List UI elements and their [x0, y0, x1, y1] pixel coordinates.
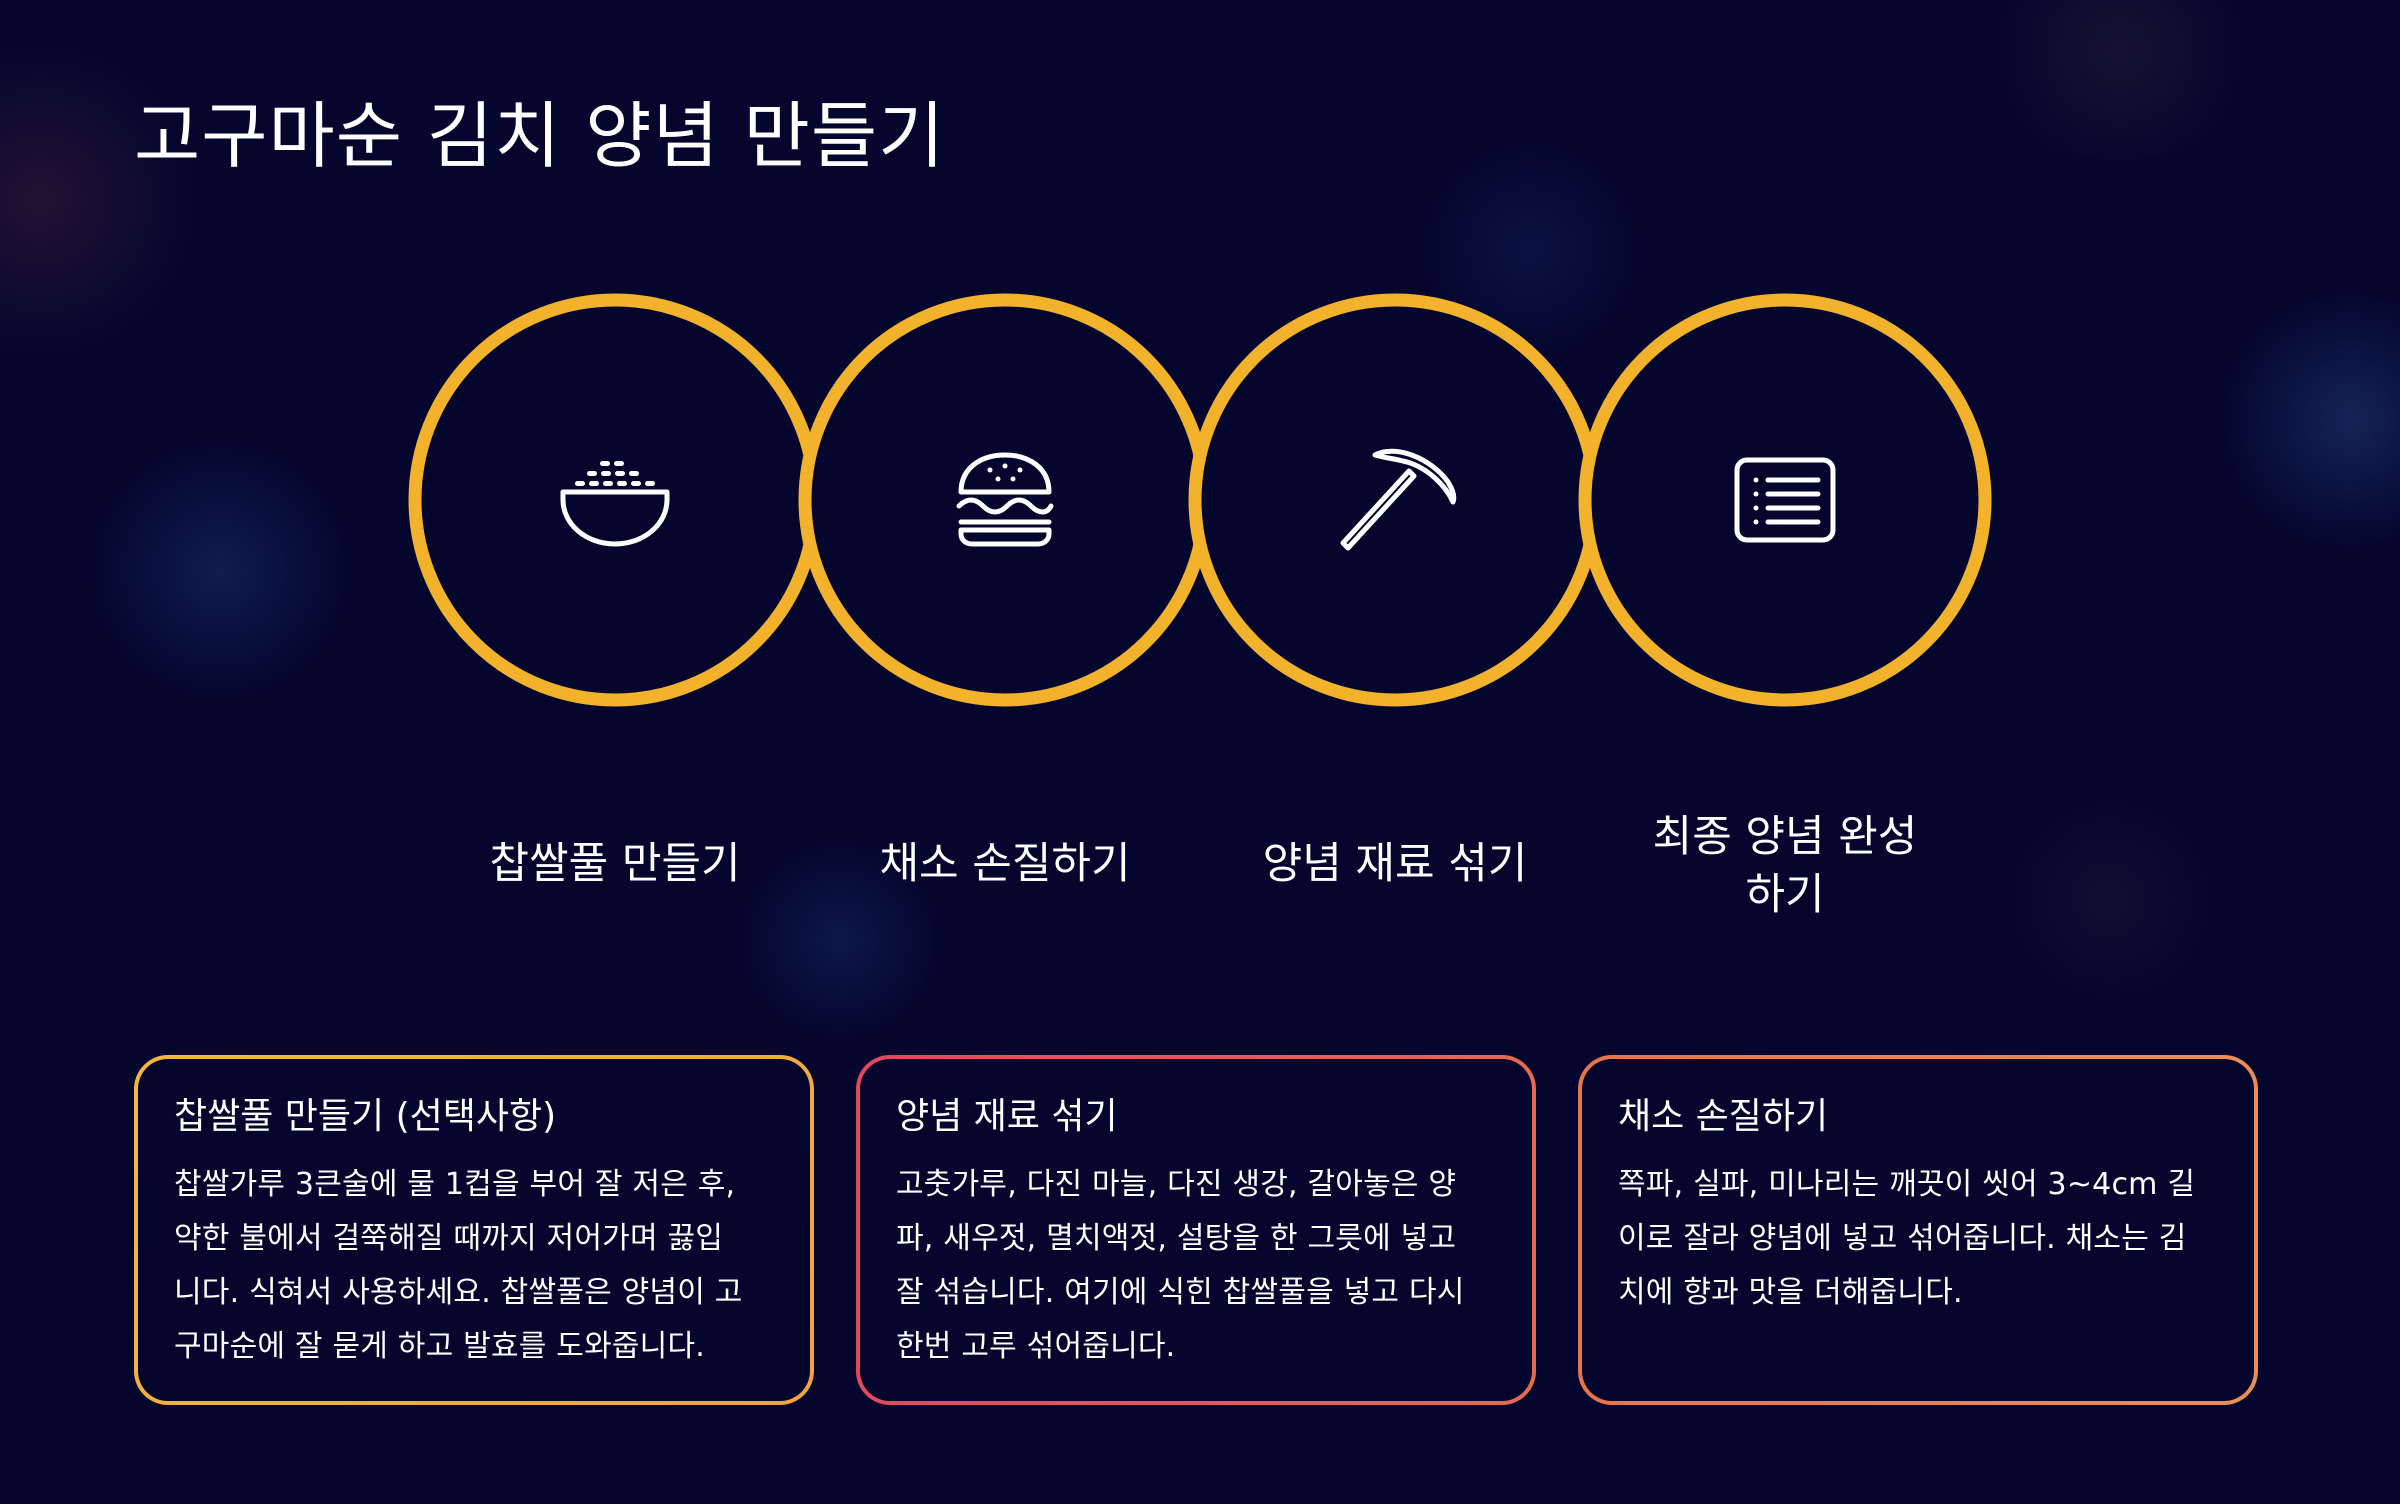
info-card-prepare-vegetables: 채소 손질하기 쪽파, 실파, 미나리는 깨끗이 씻어 3~4cm 길 이로 잘…	[1578, 1055, 2258, 1405]
step-label-4-line-2: 하기	[1745, 870, 1825, 920]
step-label-4-line-1: 최종 양념 완성	[1652, 812, 1918, 862]
step-label-2: 채소 손질하기	[879, 839, 1131, 889]
card-text-line: 파, 새우젓, 멸치액젓, 설탕을 한 그릇에 넣고	[896, 1221, 1457, 1256]
step-circle-4	[1578, 293, 1992, 707]
rice-bowl-icon	[560, 461, 670, 547]
card-body: 고춧가루, 다진 마늘, 다진 생강, 갈아놓은 양 파, 새우젓, 멸치액젓,…	[896, 1158, 1496, 1374]
card-text-line: 쪽파, 실파, 미나리는 깨끗이 씻어 3~4cm 길	[1618, 1167, 2196, 1202]
step-label-1: 찹쌀풀 만들기	[489, 839, 741, 889]
card-body: 쪽파, 실파, 미나리는 깨끗이 씻어 3~4cm 길 이로 잘라 양념에 넣고…	[1618, 1158, 2218, 1320]
card-text-line: 이로 잘라 양념에 넣고 섞어줍니다. 채소는 김	[1618, 1221, 2187, 1256]
step-label-3: 양념 재료 섞기	[1262, 839, 1528, 889]
info-card-glutinous-rice-paste: 찹쌀풀 만들기 (선택사항) 찹쌀가루 3큰술에 물 1컵을 부어 잘 저은 후…	[134, 1055, 814, 1405]
step-circle-1	[408, 293, 822, 707]
card-body: 찹쌀가루 3큰술에 물 1컵을 부어 잘 저은 후, 약한 불에서 걸쭉해질 때…	[174, 1158, 774, 1374]
pickaxe-icon	[1340, 448, 1457, 551]
card-text-line: 잘 섞습니다. 여기에 식힌 찹쌀풀을 넣고 다시	[896, 1275, 1465, 1310]
list-icon	[1734, 457, 1836, 543]
card-text-line: 구마순에 잘 묻게 하고 발효를 도와줍니다.	[174, 1329, 706, 1364]
card-text-line: 찹쌀가루 3큰술에 물 1컵을 부어 잘 저은 후,	[174, 1167, 736, 1202]
burger-icon	[956, 452, 1054, 547]
card-title: 양념 재료 섞기	[896, 1096, 1118, 1137]
info-card-mix-seasoning: 양념 재료 섞기 고춧가루, 다진 마늘, 다진 생강, 갈아놓은 양 파, 새…	[856, 1055, 1536, 1405]
card-text-line: 니다. 식혀서 사용하세요. 찹쌀풀은 양념이 고	[174, 1275, 743, 1310]
card-text-line: 약한 불에서 걸쭉해질 때까지 저어가며 끓입	[174, 1221, 724, 1256]
card-text-line: 치에 향과 맛을 더해줍니다.	[1618, 1275, 1963, 1310]
step-label-4: 최종 양념 완성 하기	[1615, 808, 1955, 924]
step-circle-2	[798, 293, 1212, 707]
page-title: 고구마순 김치 양념 만들기	[134, 94, 946, 178]
card-text-line: 한번 고루 섞어줍니다.	[896, 1329, 1176, 1364]
card-title: 찹쌀풀 만들기 (선택사항)	[174, 1096, 557, 1137]
card-title: 채소 손질하기	[1618, 1096, 1829, 1137]
card-text-line: 고춧가루, 다진 마늘, 다진 생강, 갈아놓은 양	[896, 1167, 1457, 1202]
